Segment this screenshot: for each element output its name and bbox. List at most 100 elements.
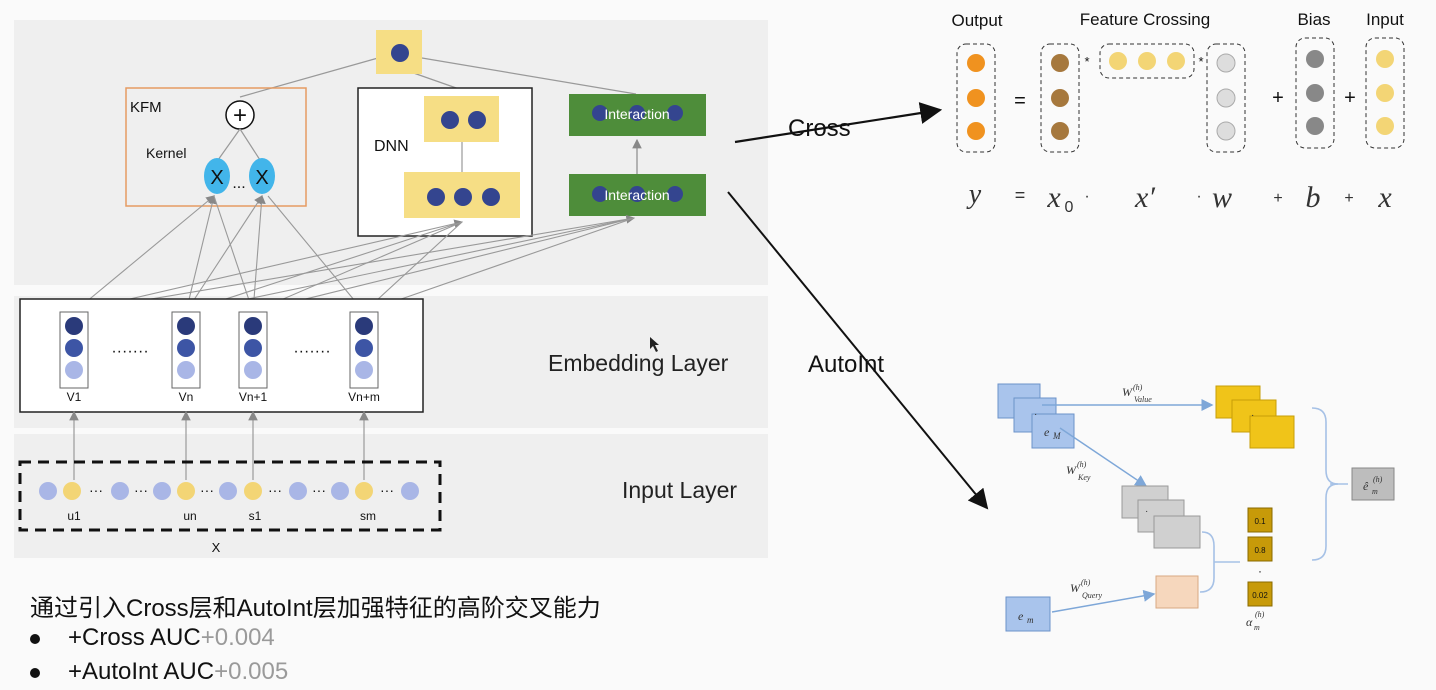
bullet-autoint-label: +AutoInt AUC (68, 658, 215, 685)
input-label-u1: u1 (67, 509, 81, 523)
emb-label-v1: V1 (67, 390, 82, 404)
w-query-sup: (h) (1081, 578, 1091, 587)
input-ellipsis-4: ··· (268, 482, 282, 498)
svg-text:·: · (1084, 188, 1089, 205)
input-label-s1: s1 (249, 509, 262, 523)
svg-text:·: · (1145, 506, 1148, 517)
input-panel (14, 434, 768, 558)
cross-star-1: * (1084, 54, 1089, 69)
autoint-arrow (727, 191, 989, 510)
cross-bias-title: Bias (1297, 10, 1330, 29)
cross-xprime-vector (1099, 43, 1195, 79)
emb-label-vn: Vn (179, 390, 194, 404)
autoint-label: AutoInt (808, 351, 884, 378)
kfm-box (125, 87, 307, 207)
query-box (1155, 575, 1199, 609)
x-input-label: X (212, 540, 221, 555)
bullet-autoint: +AutoInt AUC+0.005 (30, 658, 288, 686)
cross-input-title: Input (1366, 10, 1404, 29)
svg-text:·: · (1251, 410, 1254, 421)
svg-text:0.1: 0.1 (1254, 517, 1266, 526)
bullet-dot-icon (30, 633, 40, 644)
interaction-top-label: Interaction (604, 106, 669, 122)
svg-text:0: 0 (1065, 199, 1074, 216)
cross-x0-vector (1040, 43, 1080, 153)
cross-formula: y = x 0 · x′ · w + b + x (966, 179, 1393, 216)
output-node (391, 44, 409, 62)
svg-text:0.02: 0.02 (1252, 591, 1268, 600)
cross-bias-vector (1295, 37, 1335, 149)
eM-sub: M (1052, 431, 1061, 441)
x-symbol-right: X (255, 167, 268, 189)
cross-arrow (734, 102, 943, 144)
embedding-vector-nm (349, 311, 379, 389)
svg-text:x: x (1377, 181, 1392, 214)
bullet-autoint-delta: +0.005 (214, 658, 289, 685)
svg-text:+: + (1344, 190, 1353, 207)
cross-w-vector (1206, 43, 1246, 153)
embedding-layer-label: Embedding Layer (548, 350, 729, 376)
input-ellipsis-2: ··· (134, 482, 148, 498)
em-box (1005, 596, 1051, 632)
input-features (39, 482, 419, 500)
w-value-label: W (1122, 385, 1133, 399)
attention-weights: 0.1 0.8 · 0.02 (1247, 507, 1273, 607)
w-value-sub: Value (1134, 395, 1152, 404)
w-query-sub: Query (1082, 591, 1102, 600)
bullet-cross-delta: +0.004 (200, 624, 275, 651)
svg-text:=: = (1015, 185, 1026, 205)
input-ellipsis-6: ··· (380, 482, 394, 498)
cross-feature-crossing-title: Feature Crossing (1080, 10, 1210, 29)
svg-text:0.8: 0.8 (1254, 546, 1266, 555)
autoint-eM-stack: · (997, 383, 1075, 449)
input-layer-label: Input Layer (622, 477, 737, 503)
svg-text:x: x (1046, 181, 1061, 214)
kfm-label: KFM (130, 99, 162, 116)
input-ellipsis-3: ··· (200, 482, 214, 498)
embedding-vector-n1 (238, 311, 268, 389)
cross-star-2: * (1198, 54, 1203, 69)
autoint-value-stack: · (1215, 385, 1295, 449)
em-label: e (1018, 609, 1024, 623)
bullet-dot-icon (30, 667, 40, 678)
w-value-sup: (h) (1133, 383, 1143, 392)
embedding-ellipsis-2: ······· (293, 343, 330, 360)
input-to-embedding-arrows (69, 410, 369, 480)
embedding-to-top-connections (73, 194, 636, 313)
x-symbol-left: X (210, 167, 223, 189)
ehat-label: ê (1363, 479, 1369, 493)
input-ellipsis-1: ··· (89, 482, 103, 498)
bullet-cross-label: +Cross AUC (68, 624, 201, 651)
embedding-vector-n (171, 311, 201, 389)
svg-text:+: + (1273, 190, 1282, 207)
dnn-label: DNN (374, 138, 409, 155)
cross-plus-1: + (1272, 87, 1284, 109)
kernel-label: Kernel (146, 145, 186, 161)
w-query-label: W (1070, 581, 1081, 595)
mouse-cursor-icon (650, 337, 659, 352)
svg-text:·: · (1258, 564, 1262, 578)
autoint-key-stack: · (1121, 485, 1201, 549)
input-ellipsis-5: ··· (312, 482, 326, 498)
interaction-bottom-label: Interaction (604, 187, 669, 203)
input-box (18, 460, 442, 532)
svg-text:x′: x′ (1134, 181, 1155, 214)
alpha-sup: (h) (1255, 610, 1265, 619)
svg-text:y: y (966, 179, 982, 210)
summary-heading: 通过引入Cross层和AutoInt层加强特征的高阶交叉能力 (30, 595, 601, 622)
em-sub: m (1027, 615, 1034, 625)
bullet-cross: +Cross AUC+0.004 (30, 624, 275, 652)
emb-label-vn1: Vn+1 (239, 390, 268, 404)
alpha-label: α (1246, 615, 1253, 629)
input-label-un: un (183, 509, 196, 523)
kernel-x-node-left (204, 158, 230, 194)
cross-plus-2: + (1344, 87, 1356, 109)
w-key-sup: (h) (1077, 460, 1087, 469)
ehat-sub: m (1372, 487, 1378, 496)
cross-equals: = (1014, 90, 1026, 112)
ehat-sup: (h) (1373, 475, 1383, 484)
svg-text:w: w (1212, 181, 1232, 214)
eM-label: e (1044, 425, 1050, 439)
kernel-x-node-right (249, 158, 275, 194)
